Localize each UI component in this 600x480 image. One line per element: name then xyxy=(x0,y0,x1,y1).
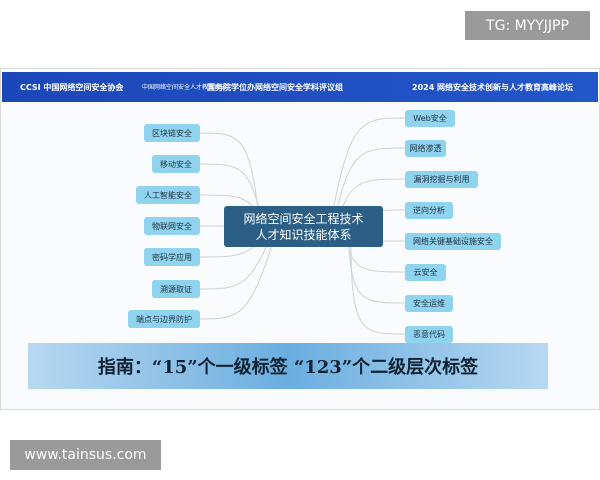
guide-banner: 指南：“15”个一级标签 “123”个二级层次标签 xyxy=(28,343,548,389)
right-node: 恶意代码 xyxy=(405,326,453,343)
center-line-2: 人才知识技能体系 xyxy=(255,227,352,242)
right-node: 逆向分析 xyxy=(405,202,453,219)
logo-ccsi: CCSI 中国网络空间安全协会 xyxy=(20,83,124,92)
left-node: 端点与边界防护 xyxy=(128,310,200,328)
right-node: 漏洞挖掘与利用 xyxy=(405,171,478,188)
org-name: 国务院学位办网络空间安全学科评议组 xyxy=(207,83,343,92)
slide-header: CCSI 中国网络空间安全协会 中国网络空间安全人才教育论坛 国务院学位办网络空… xyxy=(2,72,598,102)
right-node: 云安全 xyxy=(405,264,446,281)
watermark-top: TG: MYYJJPP xyxy=(465,11,590,40)
logo-forum: 中国网络空间安全人才教育论坛 xyxy=(142,84,227,91)
left-node: 人工智能安全 xyxy=(136,186,200,204)
right-node: 网络关键基础设施安全 xyxy=(405,233,501,250)
center-line-1: 网络空间安全工程技术 xyxy=(243,211,364,226)
watermark-bottom: www.tainsus.com xyxy=(10,440,161,470)
left-node: 移动安全 xyxy=(152,155,200,173)
left-node: 溯源取证 xyxy=(152,280,200,298)
forum-title: 2024 网络安全技术创新与人才教育高峰论坛 xyxy=(412,83,574,92)
left-node: 物联网安全 xyxy=(144,217,200,235)
left-node: 密码学应用 xyxy=(144,248,200,266)
right-node: Web安全 xyxy=(405,110,455,127)
right-node: 网络渗透 xyxy=(405,140,446,157)
left-node: 区块链安全 xyxy=(144,124,200,142)
center-node: 网络空间安全工程技术 人才知识技能体系 xyxy=(224,206,383,247)
right-node: 安全运维 xyxy=(405,295,453,312)
